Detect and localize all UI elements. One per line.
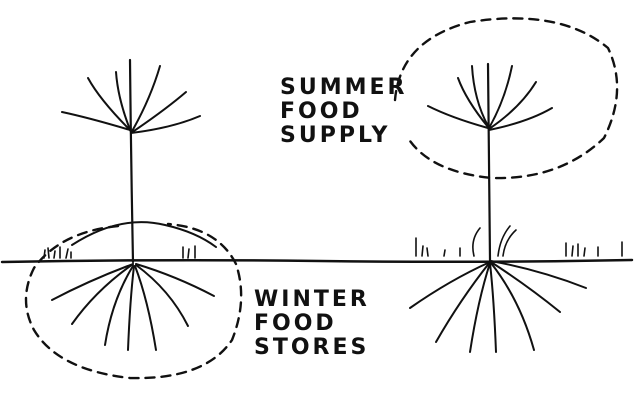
summer-food-supply-label: SUMMER FOOD SUPPLY <box>280 76 407 148</box>
summer-label-line-1: SUMMER <box>280 76 407 100</box>
left-plant <box>26 60 241 378</box>
right-plant-branches <box>428 66 552 130</box>
winter-food-stores-label: WINTER FOOD STORES <box>254 288 370 360</box>
left-soil-mound <box>72 222 216 247</box>
winter-label-line-3: STORES <box>254 336 370 360</box>
right-grass <box>416 226 622 256</box>
right-plant <box>395 18 622 352</box>
summer-label-line-3: SUPPLY <box>280 124 407 148</box>
winter-label-line-1: WINTER <box>254 288 370 312</box>
left-plant-roots <box>52 264 214 350</box>
left-plant-stem <box>130 60 133 262</box>
summer-food-supply-outline <box>395 18 617 178</box>
ground-line <box>2 260 632 262</box>
winter-label-line-2: FOOD <box>254 312 370 336</box>
right-plant-roots <box>410 261 586 352</box>
grass-tufts-left <box>44 246 195 258</box>
summer-label-line-2: FOOD <box>280 100 407 124</box>
right-plant-stem <box>488 64 490 260</box>
